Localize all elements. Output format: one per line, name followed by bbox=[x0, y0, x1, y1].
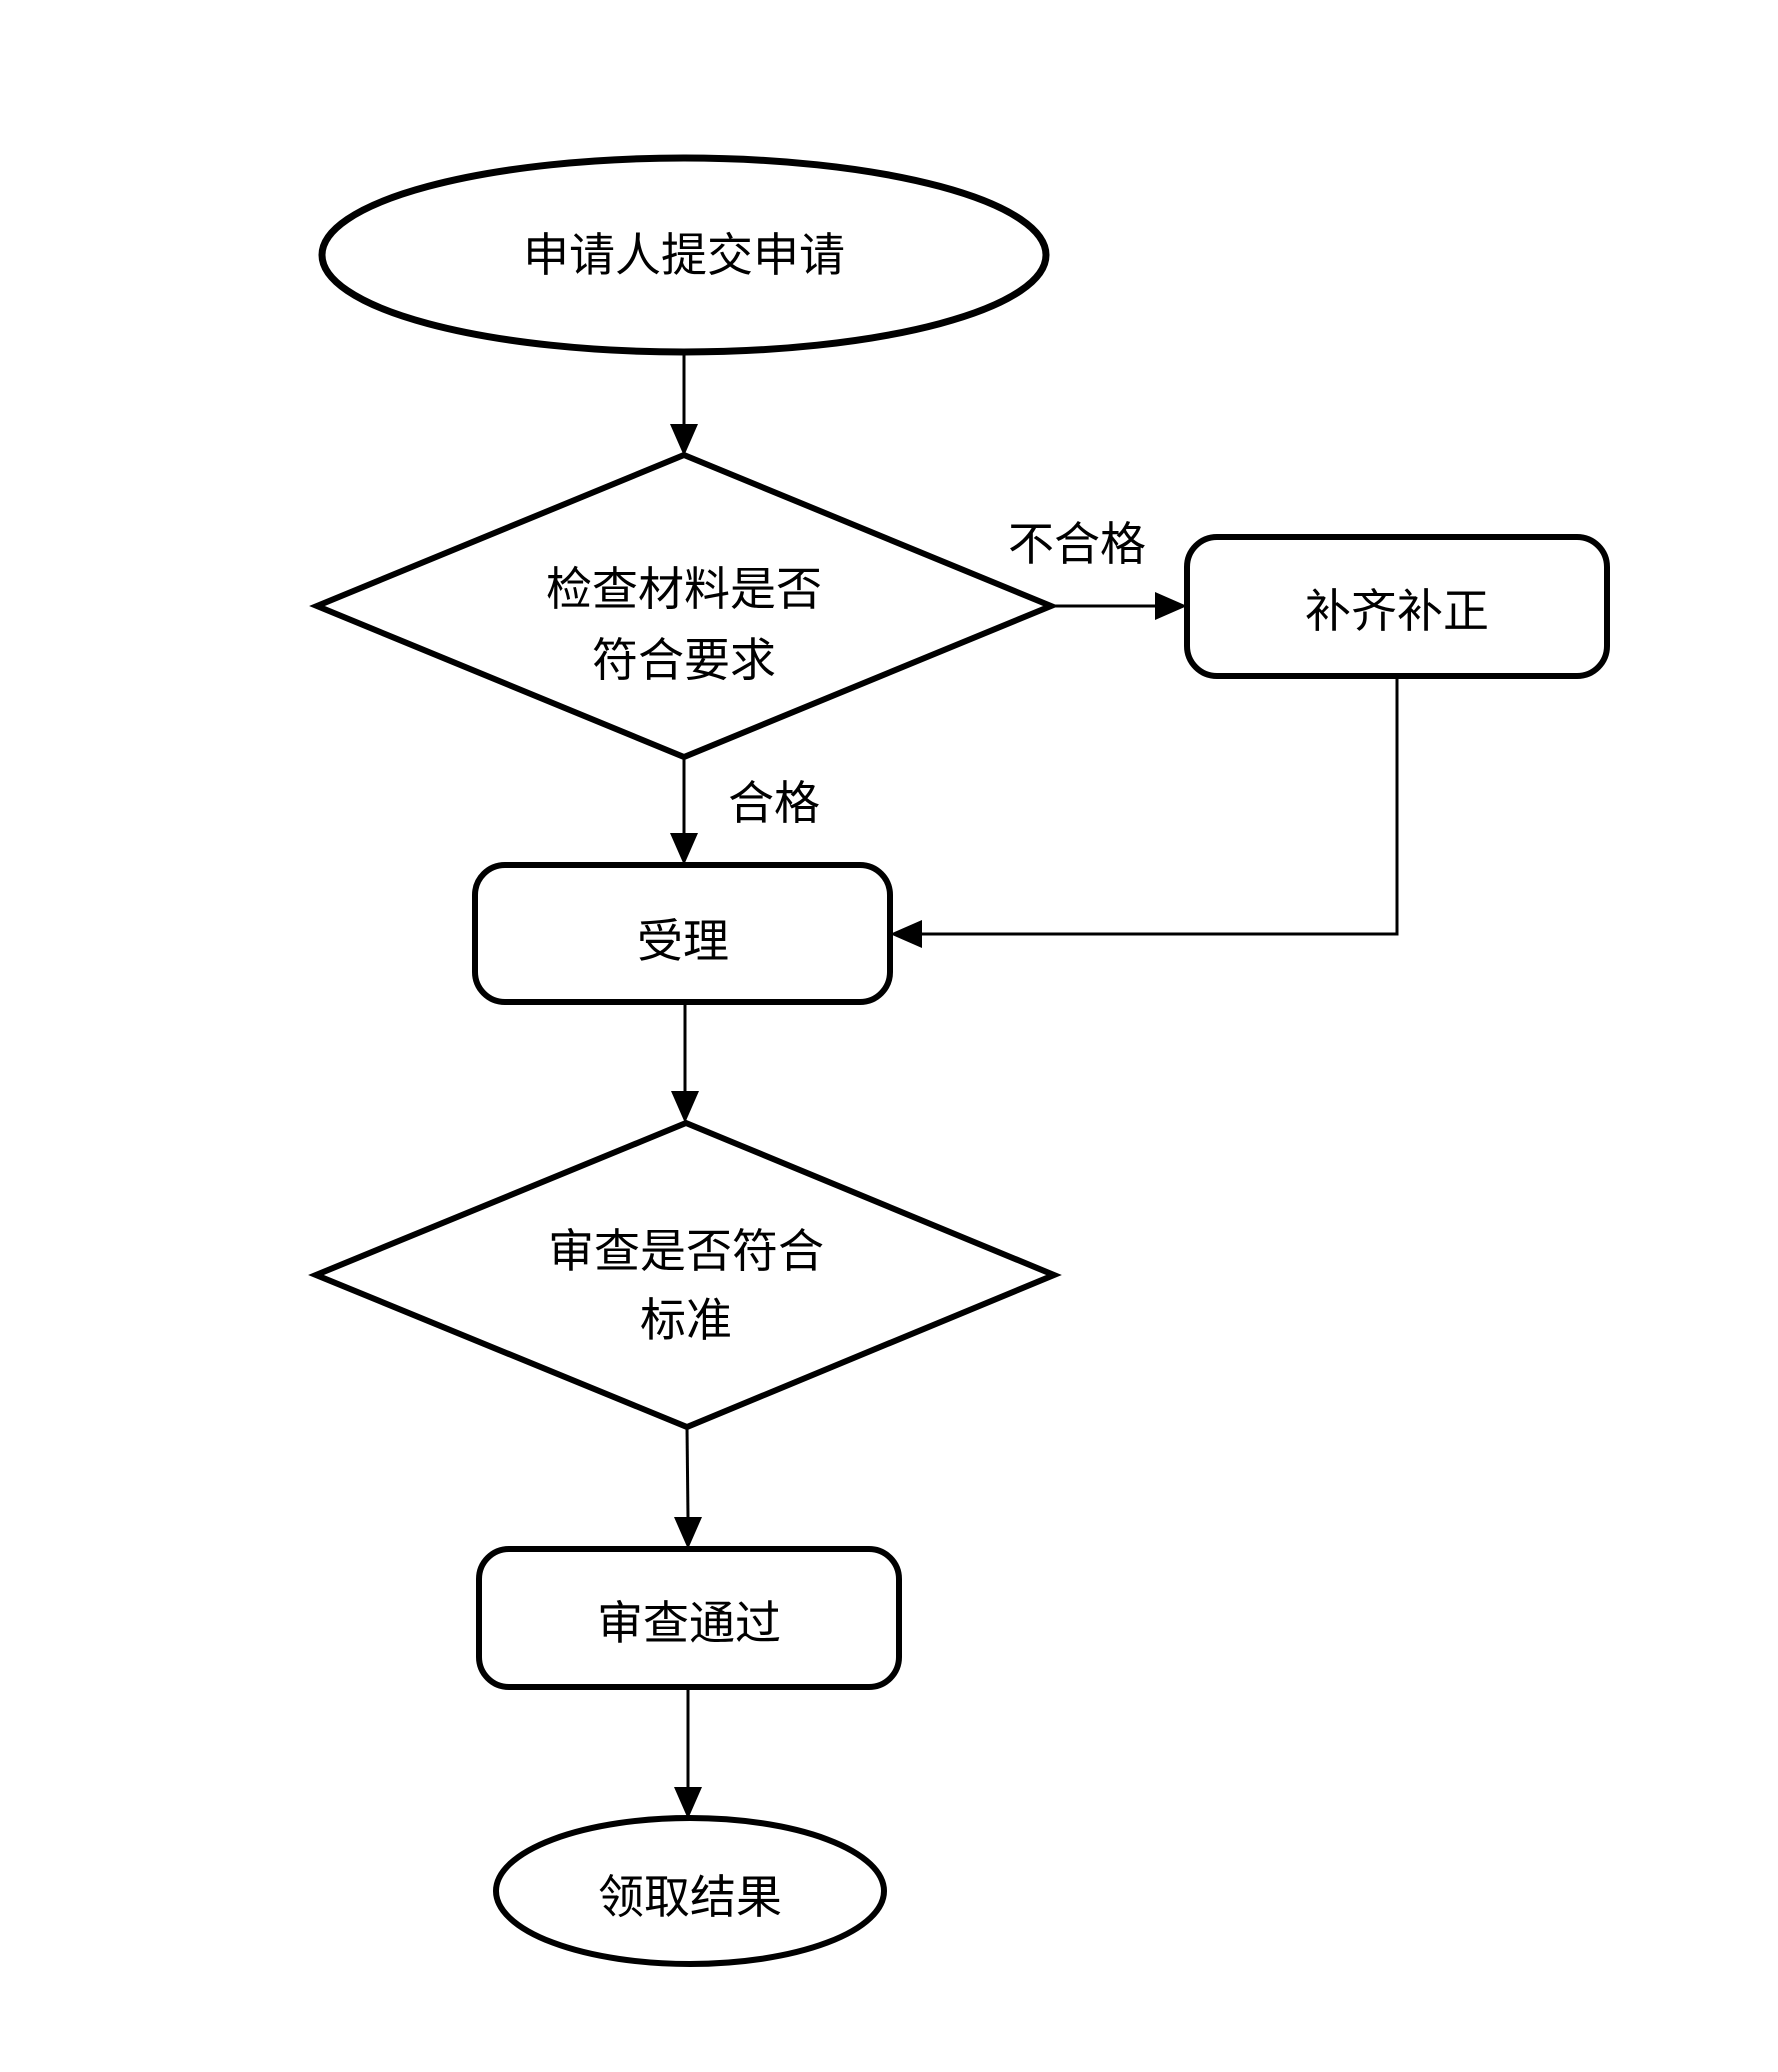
accept-process-box bbox=[472, 862, 893, 1005]
check-decision-label-line2: 符合要求 bbox=[592, 635, 776, 686]
edge-review-to-pass-arrowhead-icon bbox=[674, 1517, 702, 1549]
edge-label-qualified: 合格 bbox=[728, 778, 820, 829]
supplement-process-label: 补齐补正 bbox=[1305, 586, 1489, 637]
edge-supplement-to-accept-arrowhead-icon bbox=[890, 920, 922, 948]
end-terminator-label: 领取结果 bbox=[598, 1872, 782, 1923]
edge-accept-to-review-arrowhead-icon bbox=[671, 1091, 699, 1123]
edge-label-unqualified: 不合格 bbox=[1008, 519, 1146, 570]
start-terminator-label: 申请人提交申请 bbox=[523, 230, 845, 281]
edge-pass-to-end-arrowhead-icon bbox=[674, 1787, 702, 1819]
edge-review-to-pass bbox=[685, 1426, 690, 1519]
start-terminator-ellipse bbox=[318, 154, 1050, 356]
review-decision-label-line2: 标准 bbox=[640, 1295, 732, 1346]
edge-supplement-to-accept bbox=[921, 676, 1399, 936]
accept-process-label: 受理 bbox=[637, 916, 729, 967]
check-decision-label-line1: 检查材料是否 bbox=[546, 564, 822, 615]
edge-start-to-check-arrowhead-icon bbox=[670, 424, 698, 456]
review-passed-process-label: 审查通过 bbox=[597, 1598, 781, 1649]
edge-check-to-accept-arrowhead-icon bbox=[670, 833, 698, 865]
review-decision-label-line1: 审查是否符合 bbox=[548, 1226, 824, 1277]
edge-check-to-supplement-arrowhead-icon bbox=[1155, 592, 1187, 620]
end-terminator-ellipse bbox=[493, 1815, 887, 1967]
